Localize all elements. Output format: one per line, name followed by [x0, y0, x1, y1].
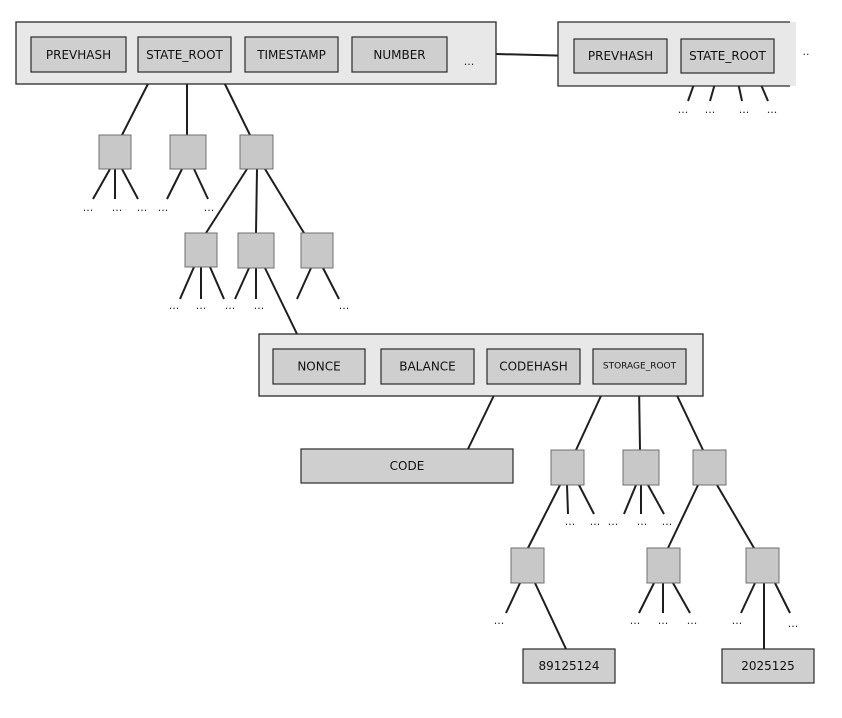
- storage-trie-nodes: [510, 449, 780, 584]
- header-field-label: STATE_ROOT: [146, 48, 223, 62]
- account-field-label: STORAGE_ROOT: [603, 362, 677, 372]
- ellipsis: ...: [196, 299, 207, 312]
- leaf-value-label: 89125124: [538, 659, 599, 673]
- ellipsis: ...: [630, 614, 641, 627]
- ellipsis: ...: [112, 201, 123, 214]
- ellipsis: ...: [637, 515, 648, 528]
- ellipsis: ...: [169, 299, 180, 312]
- account-field-nonce: NONCE: [272, 348, 366, 385]
- account-field-label: NONCE: [297, 360, 340, 374]
- ellipsis: ...: [158, 201, 169, 214]
- trie-node: [646, 547, 681, 584]
- header-field-label: TIMESTAMP: [256, 48, 326, 62]
- ellipsis-markers: ... ... ... ... ... ... ... ... ... ... …: [83, 103, 799, 630]
- trie-node: [510, 547, 545, 584]
- account-field-label: BALANCE: [399, 360, 456, 374]
- trie-node: [237, 232, 275, 269]
- leaf-value-2: 2025125: [721, 648, 815, 684]
- ellipsis: ...: [204, 201, 215, 214]
- leaf-value-label: 2025125: [741, 659, 794, 673]
- ellipsis: ...: [565, 515, 576, 528]
- account-field-label: CODEHASH: [499, 360, 568, 374]
- ellipsis: ...: [608, 515, 619, 528]
- state-trie-nodes: [98, 134, 334, 269]
- code-label: CODE: [390, 459, 425, 473]
- ellipsis: ...: [254, 299, 265, 312]
- ellipsis: ...: [739, 103, 750, 116]
- ellipsis: ...: [767, 103, 778, 116]
- trie-node: [622, 449, 660, 486]
- ellipsis: ...: [705, 103, 716, 116]
- header-field-label: PREVHASH: [46, 48, 111, 62]
- code-box: CODE: [300, 448, 514, 484]
- ellipsis: ...: [732, 614, 743, 627]
- trie-node: [239, 134, 274, 170]
- ellipsis: ...: [590, 515, 601, 528]
- header-field-number: NUMBER: [351, 36, 448, 73]
- header-more-ellipsis: ...: [464, 55, 475, 68]
- next-header-field-prevhash: PREVHASH: [573, 38, 668, 74]
- ellipsis: ...: [788, 617, 799, 630]
- trie-node: [184, 232, 218, 268]
- trie-node: [169, 134, 207, 170]
- ellipsis: ...: [662, 515, 673, 528]
- account-record: NONCE BALANCE CODEHASH STORAGE_ROOT: [258, 333, 704, 397]
- ellipsis: ...: [137, 201, 148, 214]
- trie-node: [745, 547, 780, 584]
- ellipsis: ...: [83, 201, 94, 214]
- account-field-storage-root: STORAGE_ROOT: [592, 348, 687, 385]
- ellipsis: ...: [687, 614, 698, 627]
- leaf-value-1: 89125124: [522, 648, 616, 684]
- block-header: PREVHASH STATE_ROOT TIMESTAMP NUMBER ...: [15, 21, 497, 85]
- trie-node: [692, 449, 727, 486]
- header-field-label: NUMBER: [373, 48, 425, 62]
- ellipsis: ...: [225, 299, 236, 312]
- next-header-more-ellipsis: ..: [803, 45, 810, 58]
- next-header-field-state-root: STATE_ROOT: [680, 38, 775, 74]
- header-field-timestamp: TIMESTAMP: [244, 36, 339, 73]
- header-field-prevhash: PREVHASH: [30, 36, 127, 73]
- account-field-balance: BALANCE: [380, 348, 475, 385]
- header-field-state-root: STATE_ROOT: [137, 36, 232, 73]
- next-block-header: PREVHASH STATE_ROOT ..: [557, 21, 810, 87]
- ellipsis: ...: [678, 103, 689, 116]
- trie-node: [98, 134, 132, 170]
- ellipsis: ...: [658, 614, 669, 627]
- next-header-field-label: STATE_ROOT: [689, 49, 766, 63]
- ellipsis: ...: [494, 614, 505, 627]
- trie-node: [300, 232, 334, 269]
- account-field-codehash: CODEHASH: [486, 348, 581, 385]
- ellipsis: ...: [339, 299, 350, 312]
- next-header-field-label: PREVHASH: [588, 49, 653, 63]
- trie-node: [550, 449, 585, 486]
